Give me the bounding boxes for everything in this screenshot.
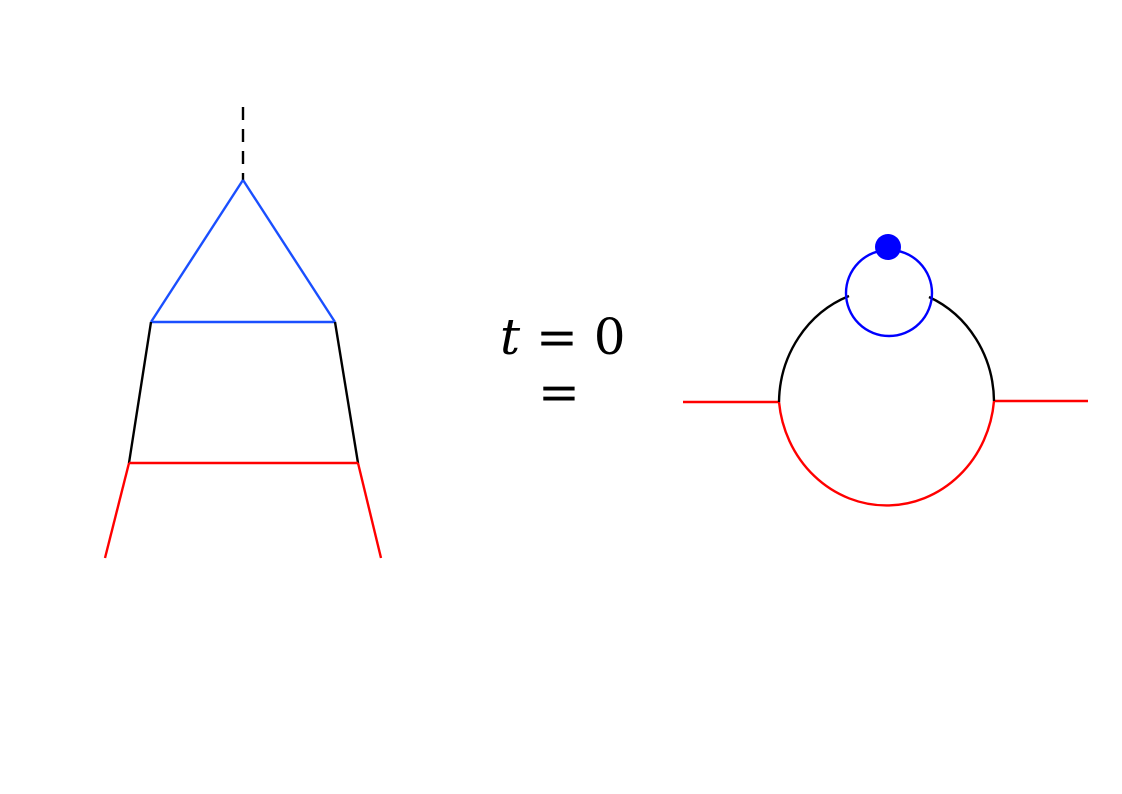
- bubble-upper-right-arc: [928, 295, 996, 402]
- bubble-lower-arc: [777, 400, 996, 507]
- right-diagram: [683, 234, 1088, 507]
- condition-label: t = 0: [500, 312, 626, 362]
- equals-sign: =: [538, 363, 580, 421]
- tadpole-loop: [844, 248, 934, 338]
- ladder-right-rail: [333, 321, 360, 464]
- triangle-left-edge: [149, 179, 245, 323]
- dot-insertion: [875, 234, 901, 260]
- external-leg-right: [356, 462, 383, 559]
- variable-t: t: [500, 308, 521, 366]
- ladder-left-rail: [127, 321, 153, 464]
- left-diagram: [103, 107, 383, 559]
- triangle-right-edge: [241, 179, 337, 323]
- condition-value: = 0: [536, 308, 626, 366]
- bubble-upper-left-arc: [777, 294, 850, 403]
- external-leg-left: [103, 462, 131, 559]
